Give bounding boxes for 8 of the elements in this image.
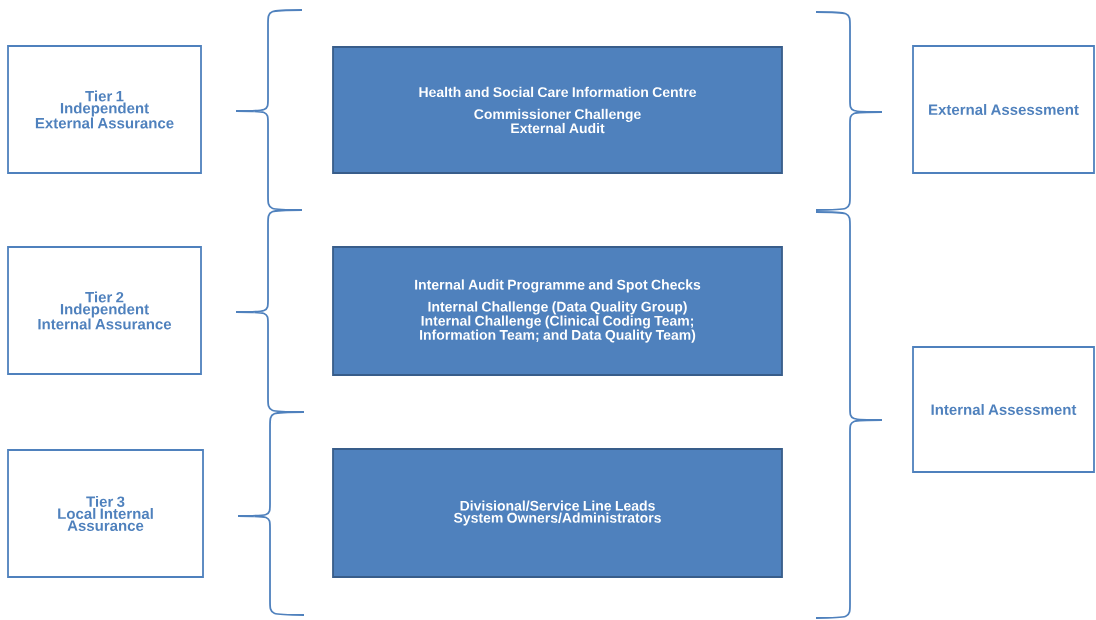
activity-box: Divisional/Service Line Leads System Owners/Administrators <box>332 448 783 578</box>
tier-box: Tier 2 Independent Internal Assurance <box>7 246 202 375</box>
activity-box: Internal Audit Programme and Spot Checks Internal Challenge (Data Quality Group) Internal Challenge (Clinical Coding Team; Information Team; and Data Quality Team) <box>332 246 783 376</box>
activity-box: Health and Social Care Information Centre Commissioner Challenge External Audit <box>332 46 783 174</box>
assessment-box: External Assessment <box>912 45 1095 174</box>
assessment-box: Internal Assessment <box>912 346 1095 473</box>
tier-box: Tier 1 Independent External Assurance <box>7 45 202 174</box>
tier-box: Tier 3 Local Internal Assurance <box>7 449 204 578</box>
